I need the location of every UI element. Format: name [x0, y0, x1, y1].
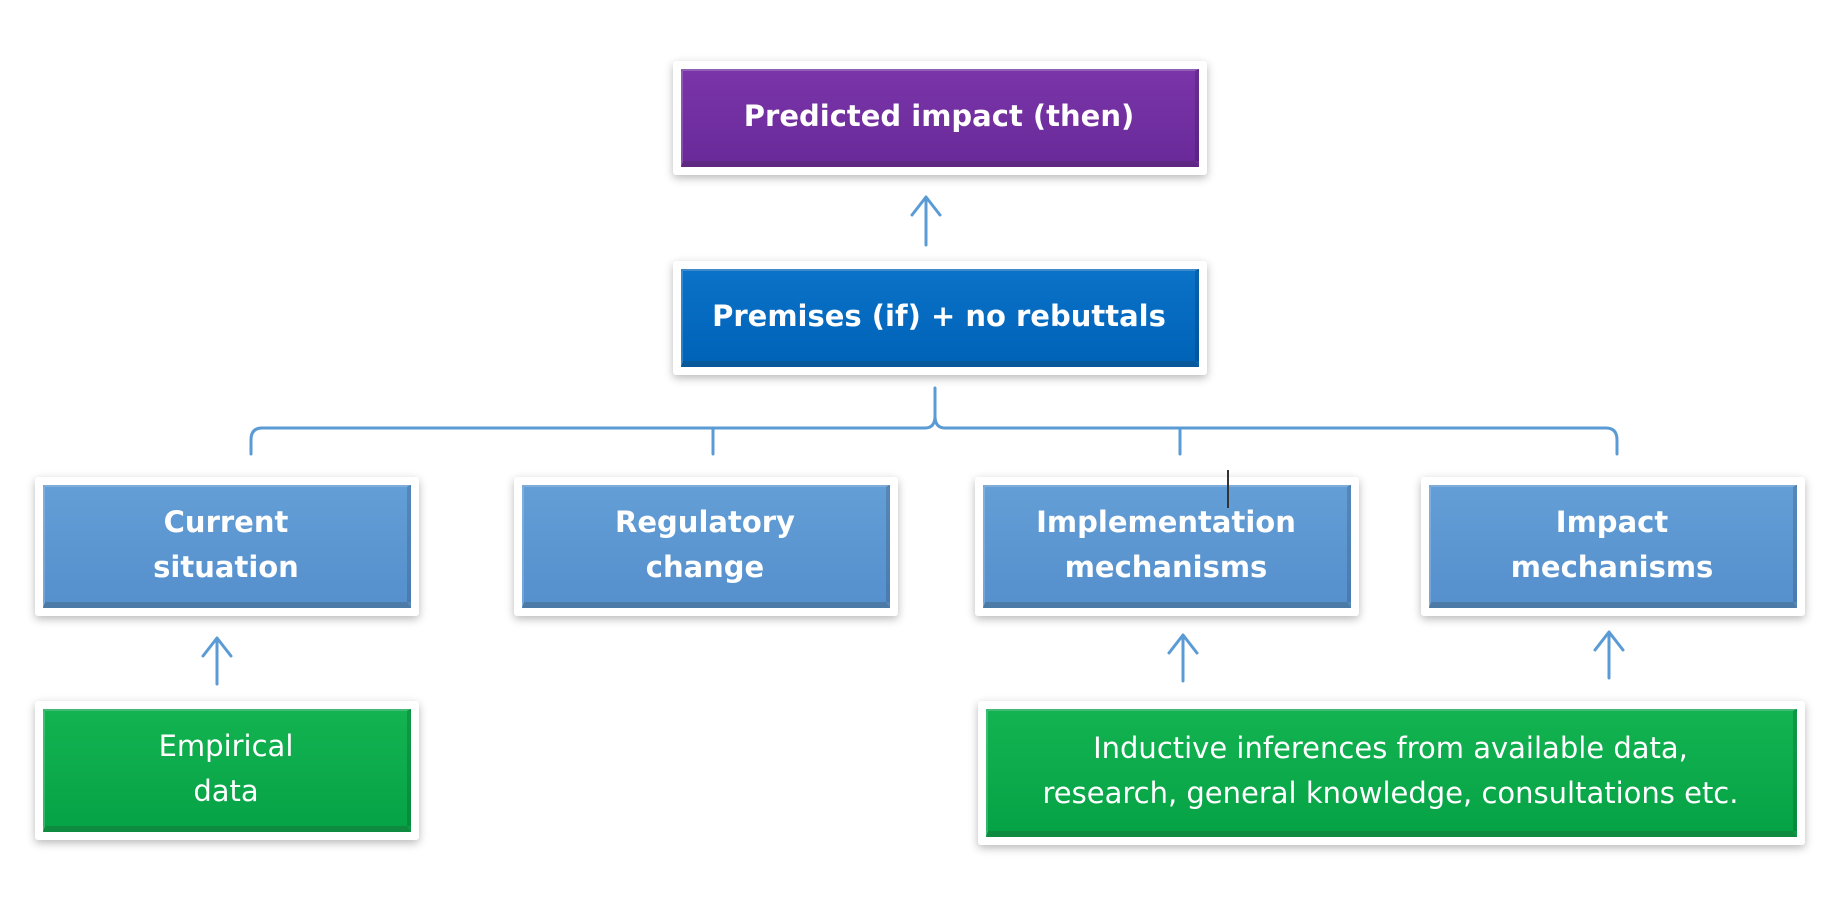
implementation-mechanisms-label: Implementation mechanisms: [983, 485, 1351, 608]
impact-mechanisms-box: Impact mechanisms: [1421, 477, 1805, 616]
arrow-empirical-to-current: [201, 636, 233, 686]
predicted-impact-label: Predicted impact (then): [681, 69, 1199, 167]
empirical-data-label: Empirical data: [43, 709, 411, 832]
text-cursor: [1227, 470, 1229, 508]
empirical-data-box: Empirical data: [35, 701, 419, 840]
arrow-inductive-to-implementation: [1167, 633, 1199, 683]
arrow-inductive-to-impact: [1593, 630, 1625, 680]
regulatory-change-label: Regulatory change: [522, 485, 890, 608]
impact-mechanisms-label: Impact mechanisms: [1429, 485, 1797, 608]
brace-connector: [249, 386, 1619, 456]
regulatory-change-box: Regulatory change: [514, 477, 898, 616]
predicted-impact-box: Predicted impact (then): [673, 61, 1207, 175]
premises-box: Premises (if) + no rebuttals: [673, 261, 1207, 375]
arrow-premises-to-predicted: [910, 195, 942, 247]
inductive-inferences-label: Inductive inferences from available data…: [986, 709, 1797, 837]
implementation-mechanisms-box: Implementation mechanisms: [975, 477, 1359, 616]
premises-label: Premises (if) + no rebuttals: [681, 269, 1199, 367]
inductive-inferences-box: Inductive inferences from available data…: [978, 701, 1805, 845]
current-situation-box: Current situation: [35, 477, 419, 616]
current-situation-label: Current situation: [43, 485, 411, 608]
